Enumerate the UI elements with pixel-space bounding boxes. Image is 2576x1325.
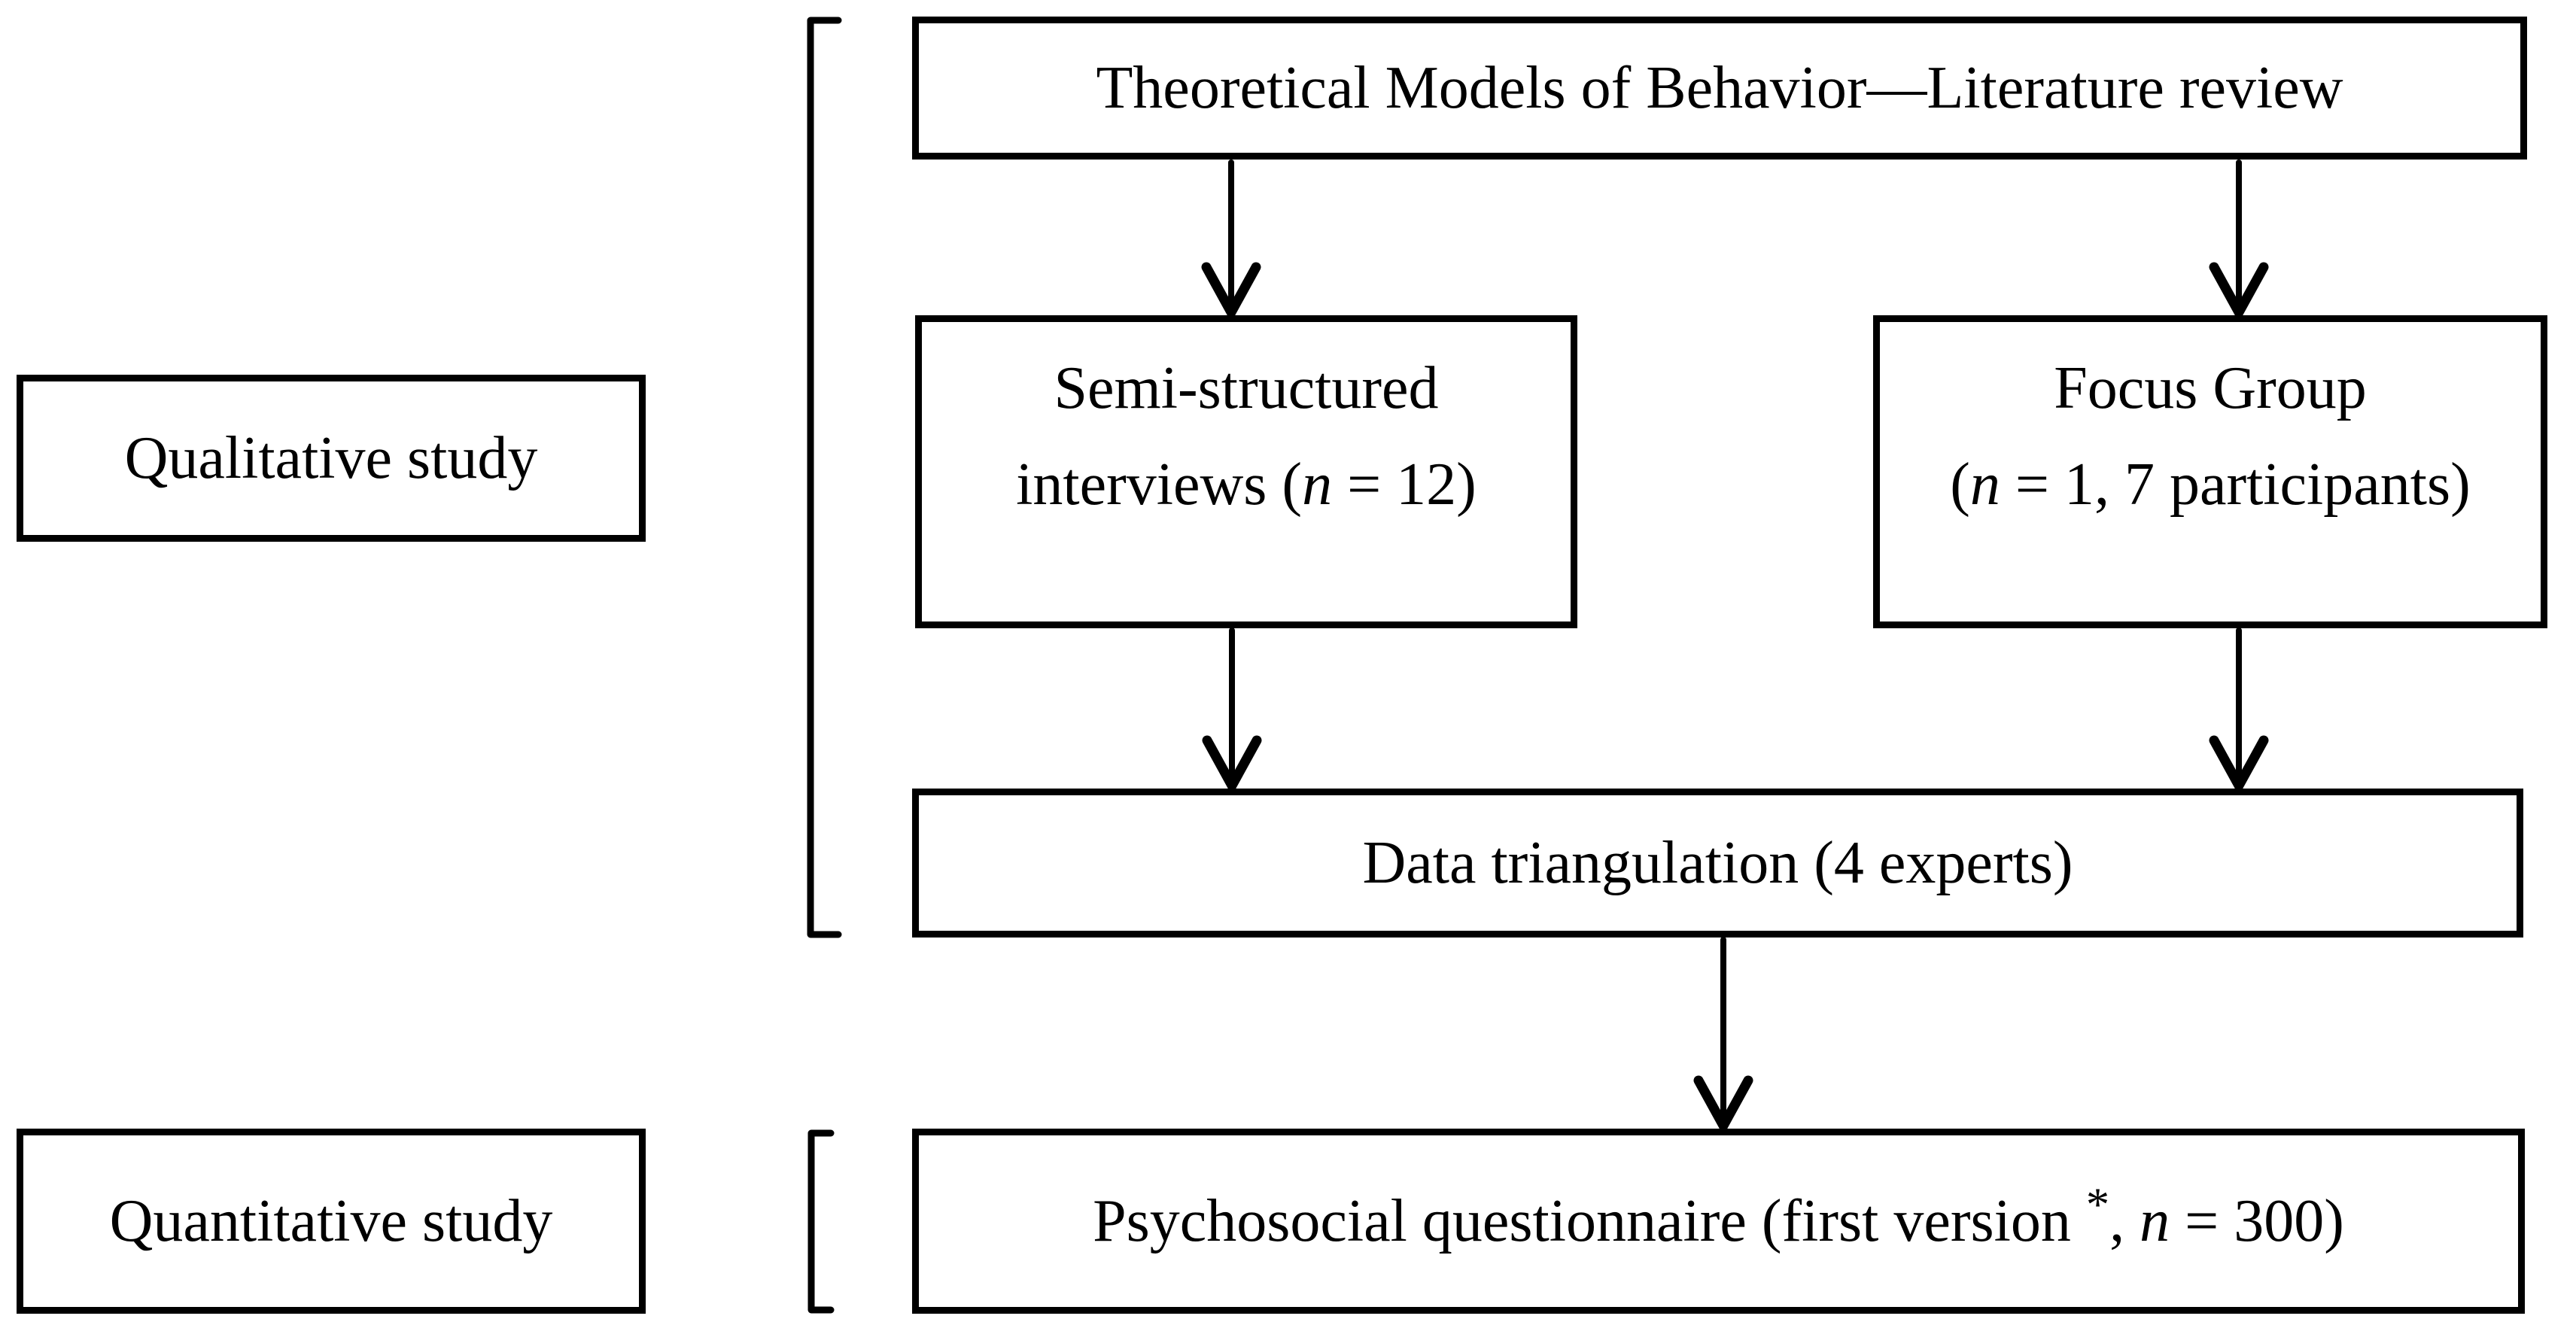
node-psychosocial-questionnaire-label: Psychosocial questionnaire (first versio…: [1093, 1178, 2344, 1254]
qualitative-study-label-box: Qualitative study: [17, 375, 646, 542]
arrow-literature-to-focus-group: [2209, 160, 2269, 323]
arrow-triangulation-to-questionnaire: [1693, 937, 1753, 1136]
node-psychosocial-questionnaire: Psychosocial questionnaire (first versio…: [912, 1129, 2525, 1314]
node-focus-group: Focus Group(n = 1, 7 participants): [1873, 315, 2547, 628]
node-data-triangulation-label: Data triangulation (4 experts): [1362, 830, 2073, 896]
arrow-interviews-to-triangulation: [1202, 628, 1262, 796]
node-data-triangulation: Data triangulation (4 experts): [912, 789, 2523, 938]
node-literature-review-label: Theoretical Models of Behavior—Literatur…: [1096, 55, 2343, 121]
qualitative-study-label: Qualitative study: [124, 425, 538, 491]
arrow-focus-group-to-triangulation: [2209, 628, 2269, 796]
quantitative-study-label: Quantitative study: [109, 1188, 553, 1254]
quantitative-bracket: [807, 1129, 835, 1314]
quantitative-study-label-box: Quantitative study: [17, 1129, 646, 1314]
node-literature-review: Theoretical Models of Behavior—Literatur…: [912, 17, 2527, 160]
qualitative-bracket: [807, 17, 842, 938]
arrow-literature-to-interviews: [1201, 160, 1261, 323]
node-focus-group-label: Focus Group(n = 1, 7 participants): [1950, 354, 2471, 518]
